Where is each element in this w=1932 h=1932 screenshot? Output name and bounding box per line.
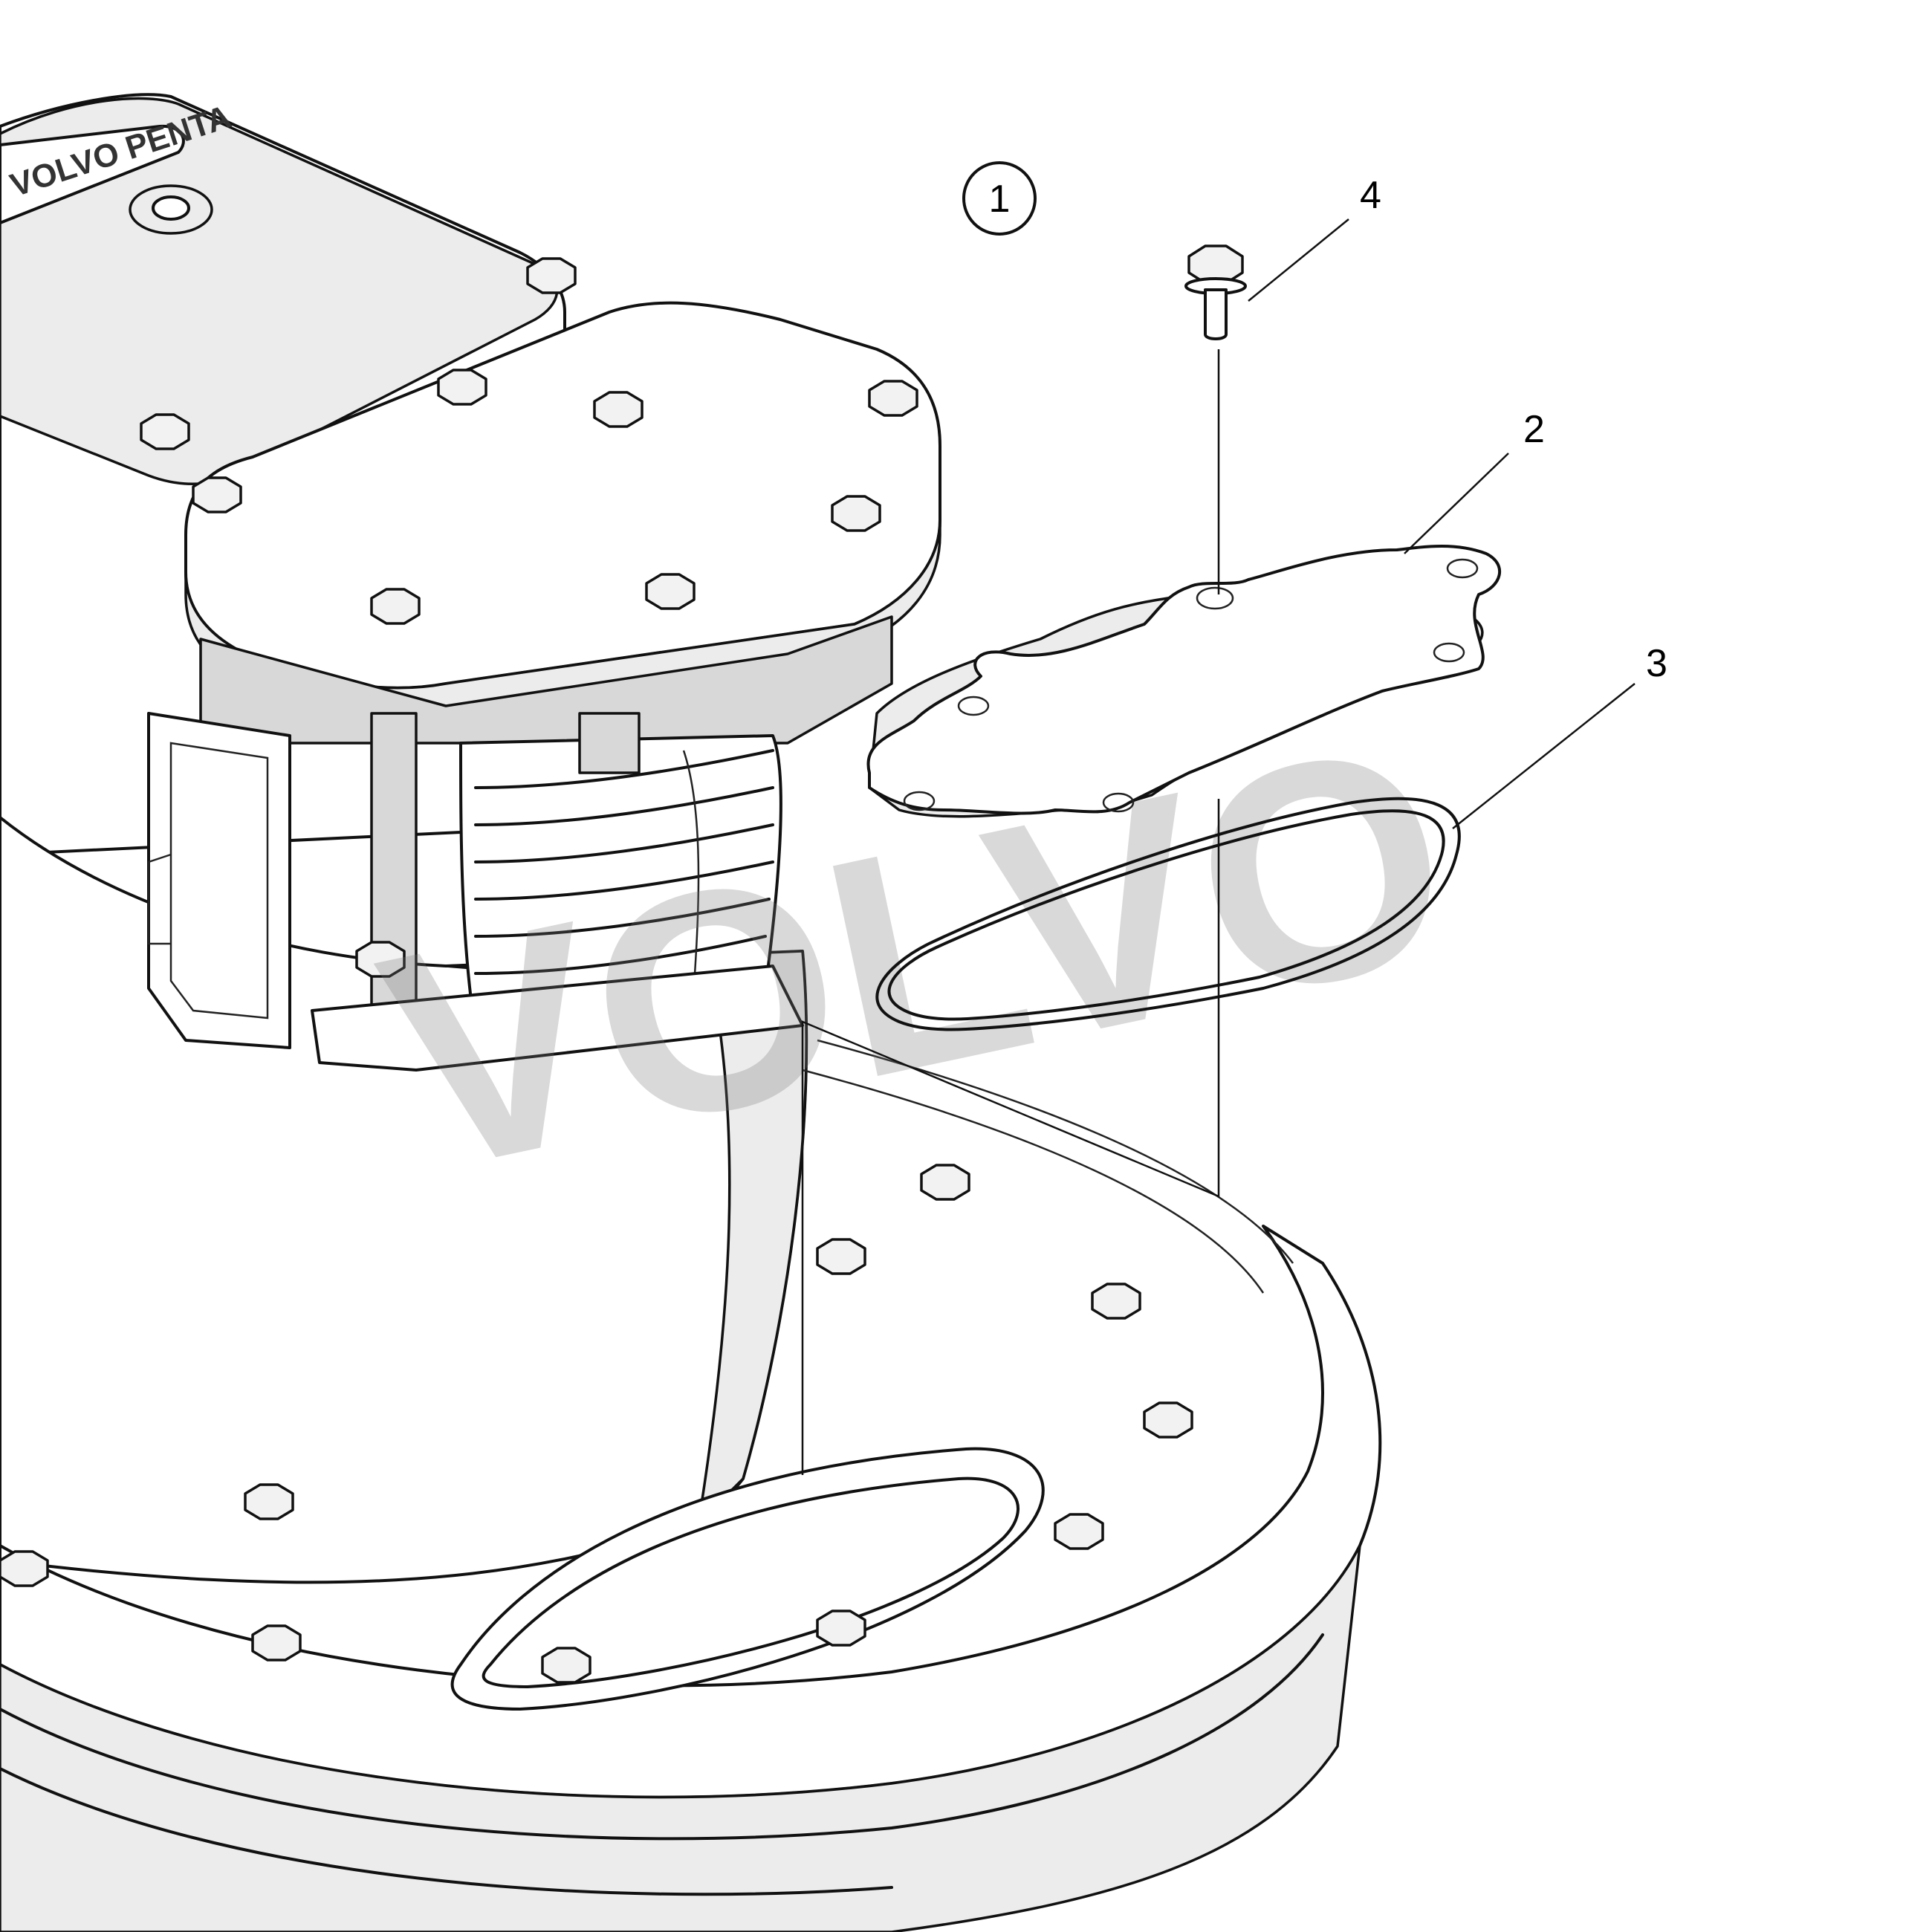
bolt-head — [868, 380, 918, 417]
bolt-head — [645, 573, 696, 610]
bolt-head — [593, 391, 644, 428]
bolt-head — [920, 1164, 970, 1201]
bolt-head — [192, 476, 242, 513]
assembly-bolts — [0, 257, 1193, 1684]
bolt-head — [1054, 1513, 1104, 1550]
callout-cover-plate: 2 — [1404, 408, 1545, 554]
callout-label-bolt: 4 — [1360, 174, 1381, 217]
part-o-ring-seal — [875, 797, 1461, 1031]
bolt-head — [816, 1610, 866, 1647]
part-bolt — [1184, 244, 1247, 340]
bolt-head — [370, 588, 421, 625]
bolt-head — [816, 1238, 866, 1275]
bolt-head — [0, 1550, 49, 1587]
part-cover-plate — [866, 545, 1502, 818]
bolt-head — [140, 413, 190, 450]
bolt-head — [355, 941, 406, 978]
view-marker-label: 1 — [989, 178, 1011, 221]
view-marker: 1 — [962, 161, 1037, 236]
bolt-head — [541, 1647, 591, 1684]
callout-label-cover-plate: 2 — [1523, 408, 1545, 451]
bolt-head — [1143, 1401, 1193, 1439]
actuator-unit — [147, 301, 941, 1072]
bolt-head — [437, 369, 487, 406]
bolt-head — [526, 257, 577, 294]
callout-label-o-ring-seal: 3 — [1646, 642, 1667, 685]
bottom-flange — [0, 1039, 1382, 1932]
bolt-head — [244, 1483, 294, 1520]
callout-o-ring-seal: 3 — [1452, 642, 1667, 829]
assembly-guide-lines — [801, 349, 1220, 1475]
callout-bolt: 4 — [1248, 174, 1381, 302]
bolt-head — [1091, 1283, 1141, 1320]
bolt-head — [251, 1624, 302, 1662]
bolt-head — [831, 495, 881, 532]
